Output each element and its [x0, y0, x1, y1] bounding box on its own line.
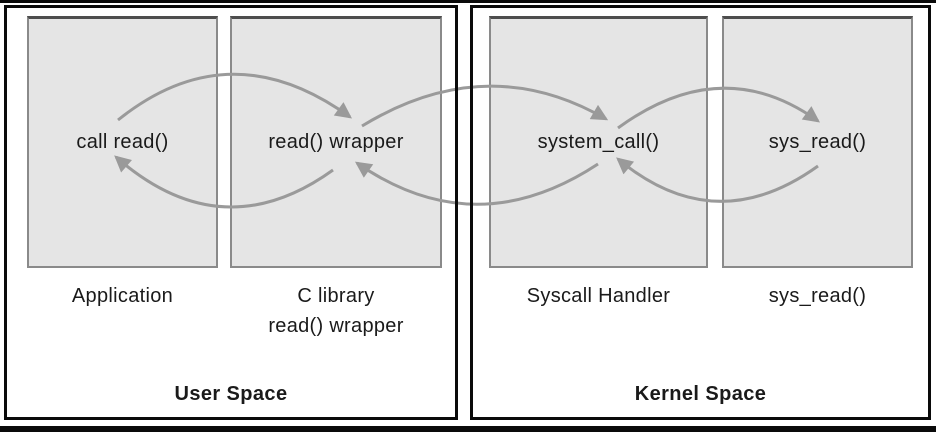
caption-application: Application: [7, 281, 238, 311]
kernel-space-container: [470, 5, 931, 420]
bottom-border-bar: [0, 426, 936, 432]
label-sys-read: sys_read(): [768, 131, 867, 153]
caption-application-text: Application: [71, 285, 174, 307]
caption-c-library-line2: read() wrapper: [268, 315, 404, 337]
label-system-call: system_call(): [537, 131, 660, 153]
box-syscall-handler: system_call(): [489, 16, 708, 268]
top-border-line: [0, 0, 936, 3]
caption-c-library: C library read() wrapper: [210, 281, 462, 341]
caption-sys-read: sys_read(): [702, 281, 933, 311]
box-c-library: read() wrapper: [230, 16, 442, 268]
box-application: call read(): [27, 16, 218, 268]
box-sys-read: sys_read(): [722, 16, 913, 268]
caption-sys-read-text: sys_read(): [768, 285, 867, 307]
label-read-wrapper: read() wrapper: [268, 131, 404, 153]
user-space-title: User Space: [174, 383, 288, 405]
caption-c-library-line1: C library: [297, 285, 375, 307]
caption-syscall-handler: Syscall Handler: [469, 281, 728, 311]
kernel-space-title: Kernel Space: [634, 383, 767, 405]
label-call-read: call read(): [76, 131, 169, 153]
caption-syscall-handler-text: Syscall Handler: [526, 285, 671, 307]
user-space-container: [4, 5, 458, 420]
